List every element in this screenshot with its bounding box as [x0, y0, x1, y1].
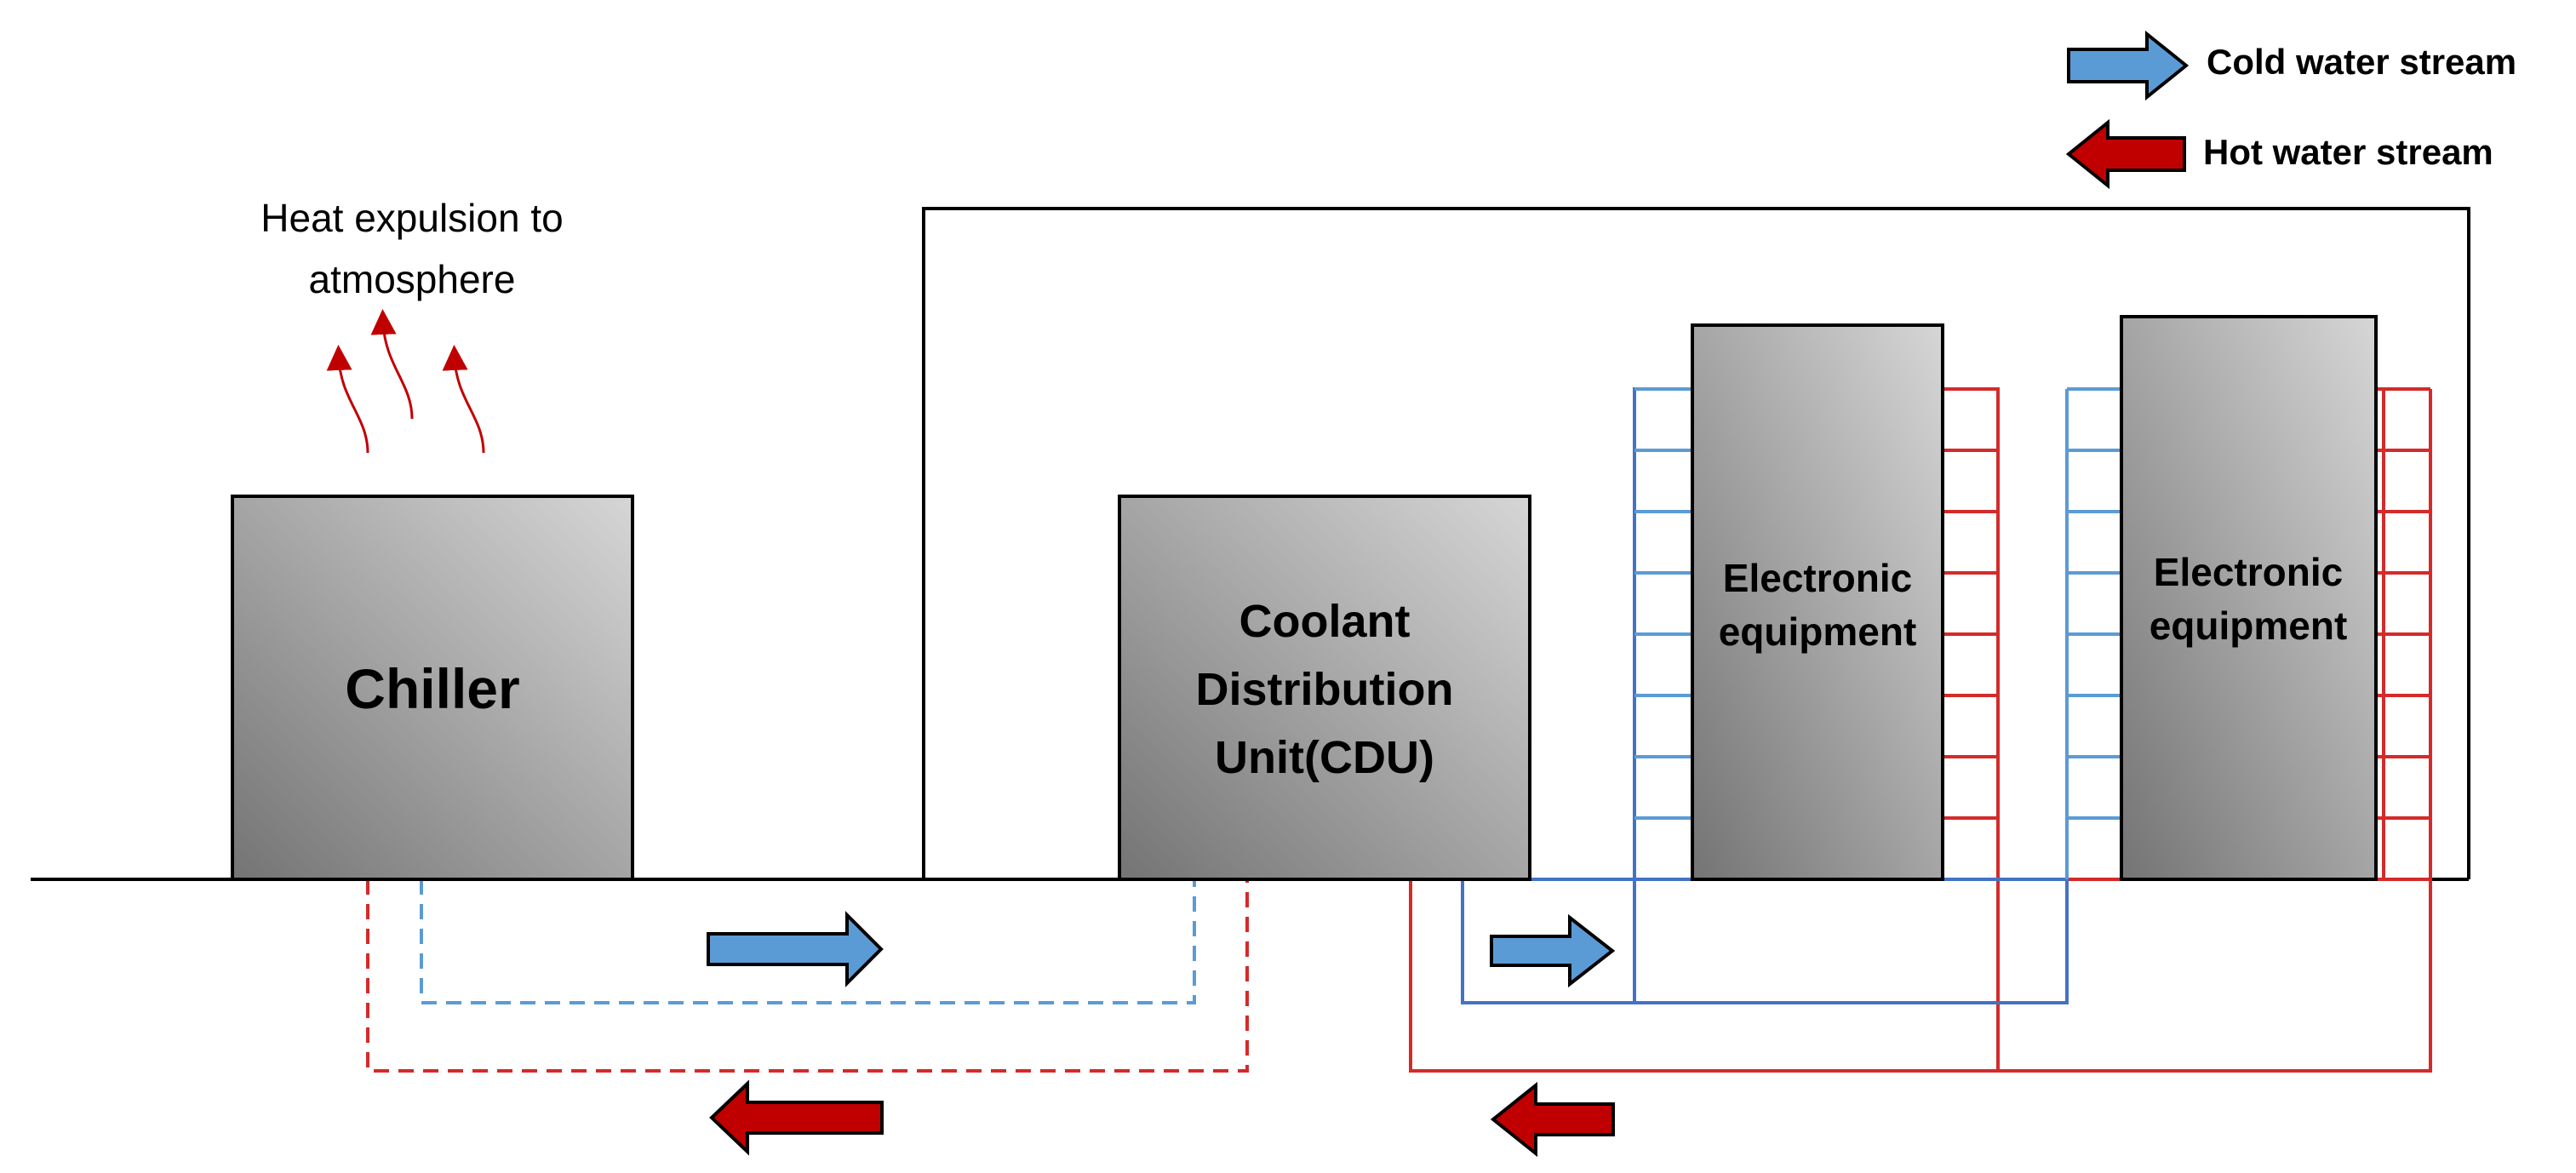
cdu-hot-return-line — [1409, 879, 2432, 1073]
equipment-label-line1: Electronic — [1723, 556, 1912, 600]
chiller-hot-dashed-loop — [366, 879, 1249, 1073]
legend: Cold water stream Hot water stream — [2065, 30, 2516, 190]
chiller-box — [231, 495, 634, 881]
heat-wave-icon — [370, 309, 414, 420]
cdu-box — [1118, 495, 1531, 881]
legend-cold-arrow-icon — [2067, 30, 2190, 101]
rack-1-cold-manifold — [1634, 387, 1692, 820]
cdu-unit: Coolant Distribution Unit(CDU) — [1118, 495, 1531, 881]
equipment-label-line2: equipment — [2150, 604, 2348, 648]
cdu-cold-flow-arrow-icon — [1490, 913, 1616, 988]
electronic-equipment-1: Electronic equipment — [1691, 323, 1944, 881]
cdu-label-line3: Unit(CDU) — [1215, 732, 1434, 783]
rack-2-hot-manifold-rungs — [2376, 387, 2430, 820]
chiller-label: Chiller — [345, 657, 519, 720]
legend-hot-arrow-icon — [2065, 118, 2186, 190]
heat-wave-icon — [442, 345, 485, 454]
cdu-cold-supply-line — [1461, 879, 2069, 1004]
heat-wave-icon — [326, 345, 369, 454]
facility-enclosure — [922, 207, 2470, 879]
heat-note-line2: atmosphere — [309, 257, 516, 301]
equipment-label-line2: equipment — [1719, 609, 1917, 654]
chiller-hot-flow-arrow-icon — [709, 1079, 884, 1156]
cdu-label-line2: Distribution — [1196, 664, 1454, 715]
cdu-label-line1: Coolant — [1239, 596, 1411, 647]
chiller-cold-dashed-loop — [420, 879, 1196, 1004]
cdu-hot-flow-arrow-icon — [1490, 1081, 1615, 1158]
heat-note-line1: Heat expulsion to — [260, 196, 563, 240]
equipment-label-line1: Electronic — [2154, 550, 2343, 594]
equipment-box — [2120, 315, 2378, 881]
rack-2-cold-manifold — [2065, 387, 2121, 879]
legend-hot-label: Hot water stream — [2203, 132, 2493, 172]
heat-expulsion: Heat expulsion to atmosphere — [260, 196, 564, 454]
equipment-box — [1691, 323, 1944, 881]
chiller-cold-flow-arrow-icon — [707, 911, 884, 987]
legend-cold-label: Cold water stream — [2207, 42, 2516, 82]
chiller-unit: Chiller — [231, 495, 634, 881]
electronic-equipment-2: Electronic equipment — [2120, 315, 2378, 881]
rack-1-hot-manifold — [1943, 387, 1998, 820]
chiller-loop — [366, 879, 1249, 1073]
